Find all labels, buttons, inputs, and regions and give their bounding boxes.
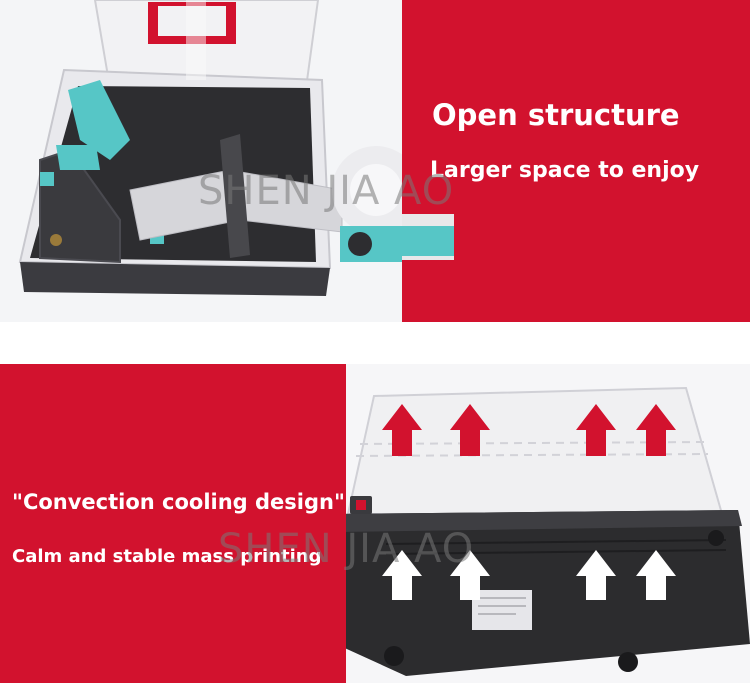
top-subline: Larger space to enjoy bbox=[430, 158, 700, 183]
bottom-subline: Calm and stable mass printing bbox=[12, 546, 322, 567]
top-headline: Open structure bbox=[432, 98, 680, 132]
closed-printer-photo bbox=[346, 364, 750, 683]
up-arrow-icon bbox=[382, 404, 676, 456]
bottom-red-panel bbox=[0, 364, 346, 683]
top-watermark: SHEN JIA AO bbox=[198, 168, 455, 214]
top-red-panel bbox=[402, 0, 750, 322]
open-printer-photo bbox=[0, 0, 402, 322]
panel-gap bbox=[0, 322, 750, 364]
up-arrow-icon bbox=[382, 550, 676, 600]
bottom-watermark: SHEN JIA AO bbox=[218, 526, 475, 572]
power-switch-icon bbox=[350, 496, 372, 514]
bottom-headline: "Convection cooling design" bbox=[12, 490, 345, 514]
